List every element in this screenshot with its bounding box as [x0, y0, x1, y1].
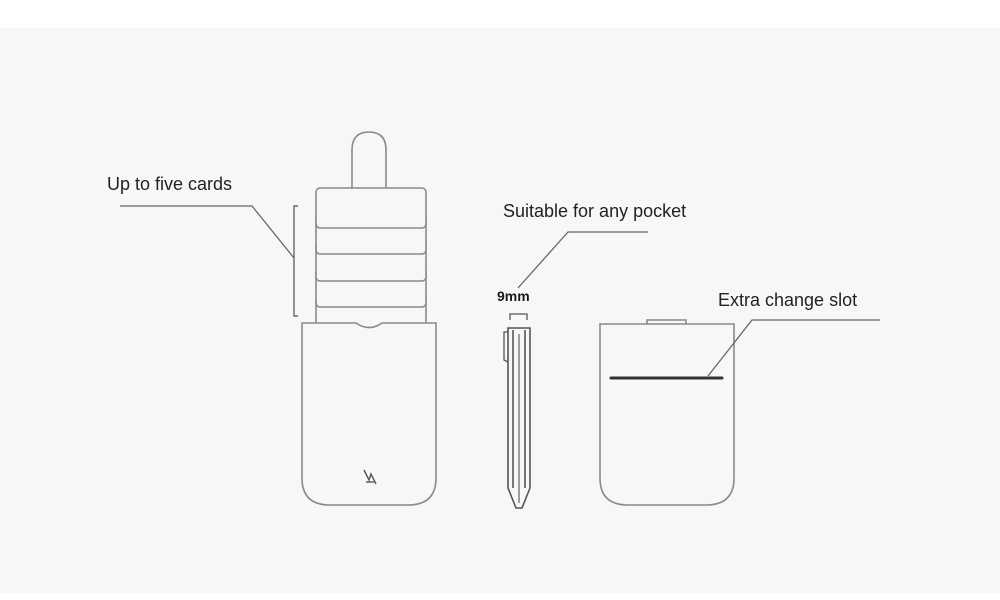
wallet-sleeve: [301, 322, 437, 506]
back-wallet: [599, 319, 735, 506]
bottom-margin-band: [0, 593, 1000, 600]
pocket-leader-line: [517, 231, 648, 289]
pull-tab: [351, 131, 387, 188]
cards-leader-line: [120, 205, 295, 259]
slot-label: Extra change slot: [718, 290, 858, 310]
slot-leader-line: [707, 319, 880, 377]
top-margin-band: [0, 0, 1000, 28]
pocket-label: Suitable for any pocket: [503, 201, 687, 221]
thickness-bracket: [509, 313, 528, 320]
card-1: [315, 187, 427, 229]
brand-logo-icon: [363, 469, 377, 485]
thickness-label: 9mm: [497, 288, 530, 304]
back-pull-tab: [646, 319, 687, 324]
front-wallet: [301, 131, 437, 506]
cards-label: Up to five cards: [107, 174, 233, 194]
back-wallet-body: [599, 323, 735, 506]
cards-bracket: [293, 205, 298, 317]
side-profile: [503, 327, 531, 509]
